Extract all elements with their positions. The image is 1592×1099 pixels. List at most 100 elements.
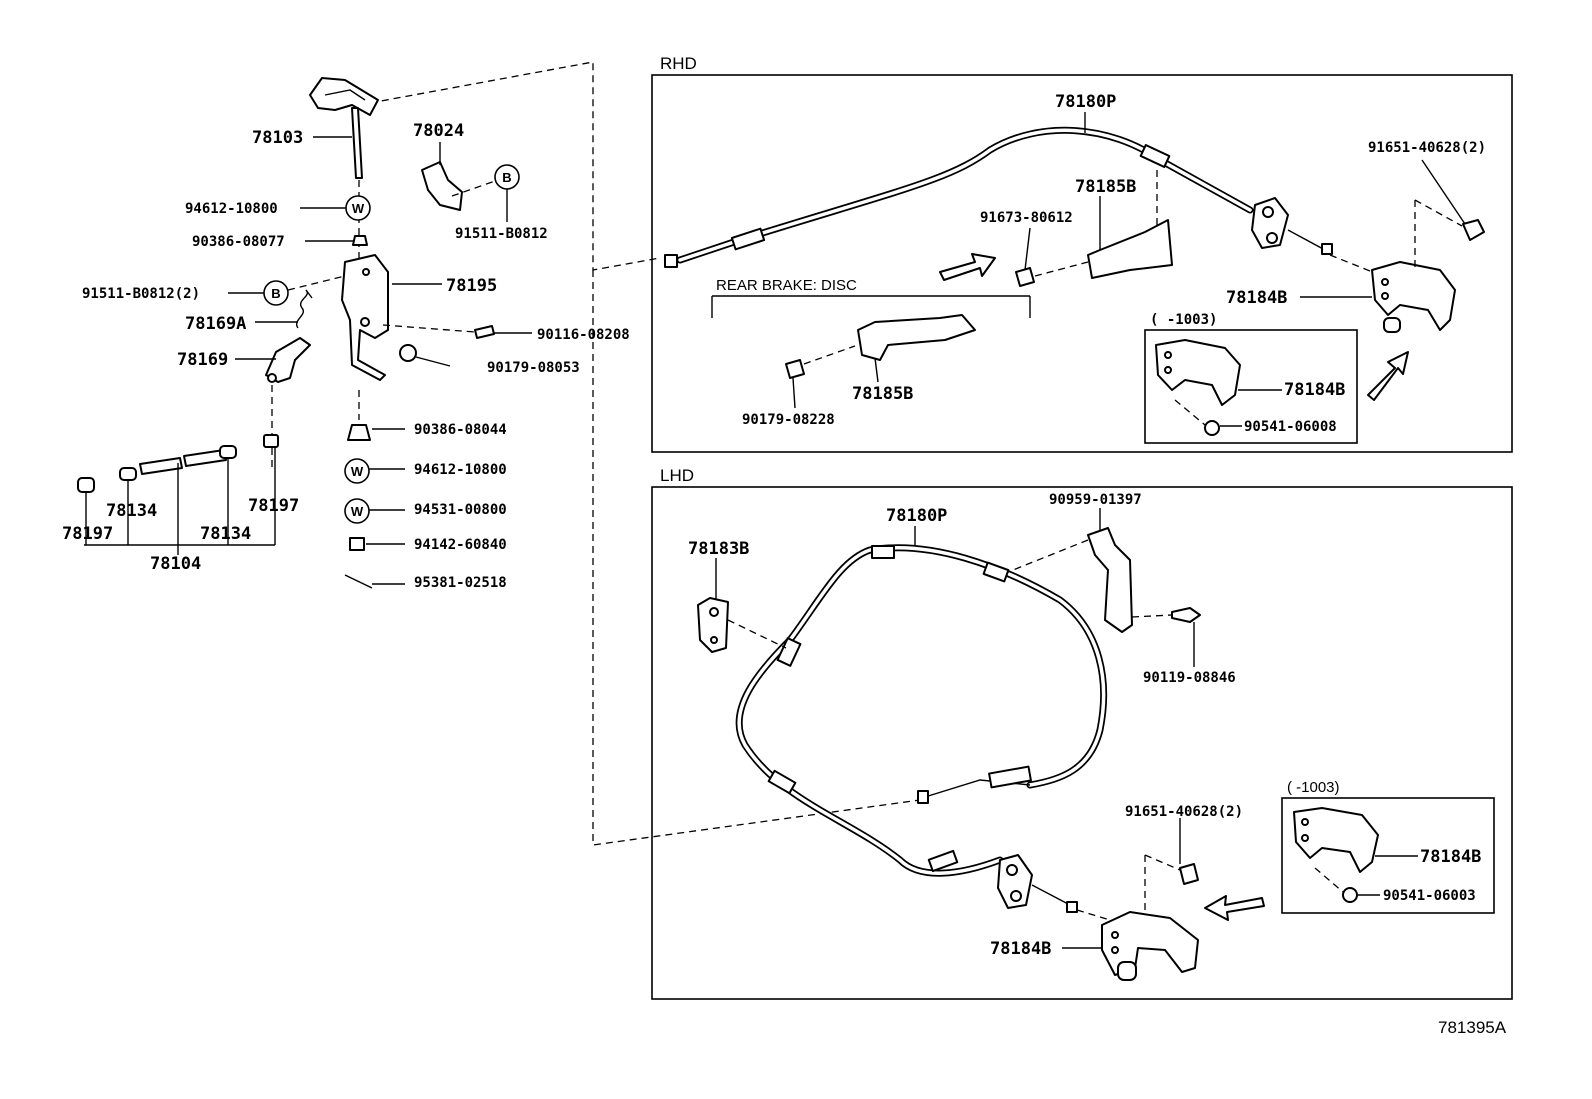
rhd-cable-end bbox=[664, 254, 678, 268]
label-rhd-91673: 91673-80612 bbox=[980, 210, 1073, 226]
rhd-heading: RHD bbox=[660, 54, 697, 73]
lhd-sleeve-1 bbox=[871, 545, 895, 559]
rhd-inset-bracket bbox=[1155, 339, 1241, 406]
rhd-bracket-78185b-upper bbox=[1087, 219, 1173, 279]
label-94612-10800-b: 94612-10800 bbox=[414, 462, 507, 478]
label-lhd-78184b: 78184B bbox=[990, 939, 1051, 959]
label-95381-02518: 95381-02518 bbox=[414, 575, 507, 591]
lhd-bolt-91651 bbox=[1179, 863, 1199, 885]
label-78134-right: 78134 bbox=[200, 524, 251, 544]
lhd-sleeve-3 bbox=[776, 637, 802, 667]
pin-78104-b bbox=[183, 449, 227, 467]
marker-w1-text: W bbox=[352, 201, 365, 216]
label-rhd-90179: 90179-08228 bbox=[742, 412, 835, 428]
rhd-direction-arrow-2 bbox=[1367, 351, 1409, 401]
rhd-cable-sleeve bbox=[1139, 144, 1171, 168]
rhd-caliper-lever bbox=[1251, 197, 1289, 249]
label-78103: 78103 bbox=[252, 128, 303, 148]
label-rhd-78185b-upper: 78185B bbox=[1075, 177, 1136, 197]
lhd-inset-frame bbox=[1281, 797, 1495, 914]
label-78169: 78169 bbox=[177, 350, 228, 370]
lhd-cable bbox=[735, 544, 1108, 877]
bracket-78024-shape bbox=[421, 161, 463, 211]
nut-90386-08077 bbox=[352, 235, 368, 246]
nut-94142 bbox=[349, 537, 365, 551]
label-lhd-78183b: 78183B bbox=[688, 539, 749, 559]
rhd-bolt-90179 bbox=[785, 359, 805, 379]
washer-marker-w2 bbox=[344, 458, 370, 484]
bushing-78134-right bbox=[219, 445, 237, 459]
lever-rod-shape bbox=[351, 107, 363, 179]
clip-78197-right bbox=[263, 434, 279, 448]
rhd-cable-group bbox=[664, 126, 1485, 444]
rhd-bracket-78184b-top bbox=[1371, 261, 1456, 331]
lhd-bracket-78183b bbox=[697, 597, 729, 653]
lhd-bolt-90119 bbox=[1171, 607, 1201, 623]
label-lhd-78184b-inset: 78184B bbox=[1420, 847, 1481, 867]
marker-w2-text: W bbox=[351, 464, 364, 479]
pedal-lever-shape bbox=[309, 77, 379, 116]
label-rhd-90541: 90541-06008 bbox=[1244, 419, 1337, 435]
label-rhd-note: ( -1003) bbox=[1150, 312, 1217, 328]
label-lhd-90959: 90959-01397 bbox=[1049, 492, 1142, 508]
connector-bottom-dashed bbox=[592, 270, 921, 846]
label-rhd-78184b-inset: 78184B bbox=[1284, 380, 1345, 400]
label-90179-08053: 90179-08053 bbox=[487, 360, 580, 376]
pin-95381 bbox=[344, 574, 373, 589]
rhd-inset-bolt bbox=[1204, 420, 1220, 436]
label-78169a: 78169A bbox=[185, 314, 246, 334]
lhd-frame bbox=[651, 486, 1513, 1000]
pin-90116 bbox=[474, 325, 495, 339]
rhd-bolt-91673 bbox=[1015, 267, 1035, 287]
label-lhd-78180p: 78180P bbox=[886, 506, 947, 526]
lhd-sleeve-2 bbox=[982, 561, 1010, 583]
lhd-sleeve-5 bbox=[927, 849, 959, 873]
lhd-sleeve-4 bbox=[767, 769, 797, 795]
pin-78104-a bbox=[139, 457, 183, 475]
label-rhd-78184b-top: 78184B bbox=[1226, 288, 1287, 308]
rhd-cable-nut bbox=[1321, 243, 1333, 255]
label-lhd-91651: 91651-40628(2) bbox=[1125, 804, 1243, 820]
label-rhd-78180p: 78180P bbox=[1055, 92, 1116, 112]
washer-marker-w3 bbox=[344, 498, 370, 524]
marker-b1-text: B bbox=[502, 170, 511, 185]
label-lhd-note: ( -1003) bbox=[1287, 779, 1340, 796]
connector-top-dashed bbox=[369, 61, 661, 271]
rhd-inset-frame bbox=[1144, 329, 1358, 444]
label-78024: 78024 bbox=[413, 121, 464, 141]
spring-shape bbox=[295, 289, 313, 329]
rhd-cable-fitting bbox=[730, 227, 766, 251]
label-78197-left: 78197 bbox=[62, 524, 113, 544]
label-78195: 78195 bbox=[446, 276, 497, 296]
label-rear-brake-disc: REAR BRAKE: DISC bbox=[716, 277, 857, 294]
marker-b2-text: B bbox=[271, 286, 280, 301]
label-78197-right: 78197 bbox=[248, 496, 299, 516]
label-lhd-90119: 90119-08846 bbox=[1143, 670, 1236, 686]
label-91511-b0812-2: 91511-B0812(2) bbox=[82, 286, 200, 302]
rhd-bolt-91651 bbox=[1462, 219, 1485, 241]
nut-90386-08044 bbox=[347, 424, 371, 441]
lhd-cable-end bbox=[917, 790, 929, 804]
label-91511-b0812: 91511-B0812 bbox=[455, 226, 548, 242]
lhd-cable-fitting bbox=[988, 765, 1032, 789]
figure-id: 781395A bbox=[1438, 1018, 1507, 1037]
label-94142-60840: 94142-60840 bbox=[414, 537, 507, 553]
rhd-bracket-boot bbox=[1383, 317, 1401, 333]
lhd-cable-nut bbox=[1066, 901, 1078, 913]
rhd-bracket-78185b-lower bbox=[857, 314, 976, 361]
label-lhd-90541: 90541-06003 bbox=[1383, 888, 1476, 904]
lhd-bracket-boot bbox=[1117, 961, 1137, 981]
label-78104: 78104 bbox=[150, 554, 201, 574]
cap-78197-left bbox=[77, 477, 95, 493]
lhd-bracket-90959 bbox=[1087, 527, 1133, 633]
rhd-direction-arrow-1 bbox=[939, 253, 996, 281]
label-rhd-78185b-lower: 78185B bbox=[852, 384, 913, 404]
bushing-78134-left bbox=[119, 467, 137, 481]
label-90386-08044: 90386-08044 bbox=[414, 422, 507, 438]
lever-assembly: W B B W W bbox=[77, 77, 532, 589]
label-78134-left: 78134 bbox=[106, 501, 157, 521]
label-90386-08077: 90386-08077 bbox=[192, 234, 285, 250]
nut-90179-08053 bbox=[399, 344, 417, 362]
lhd-bracket-78184b bbox=[1101, 911, 1199, 976]
